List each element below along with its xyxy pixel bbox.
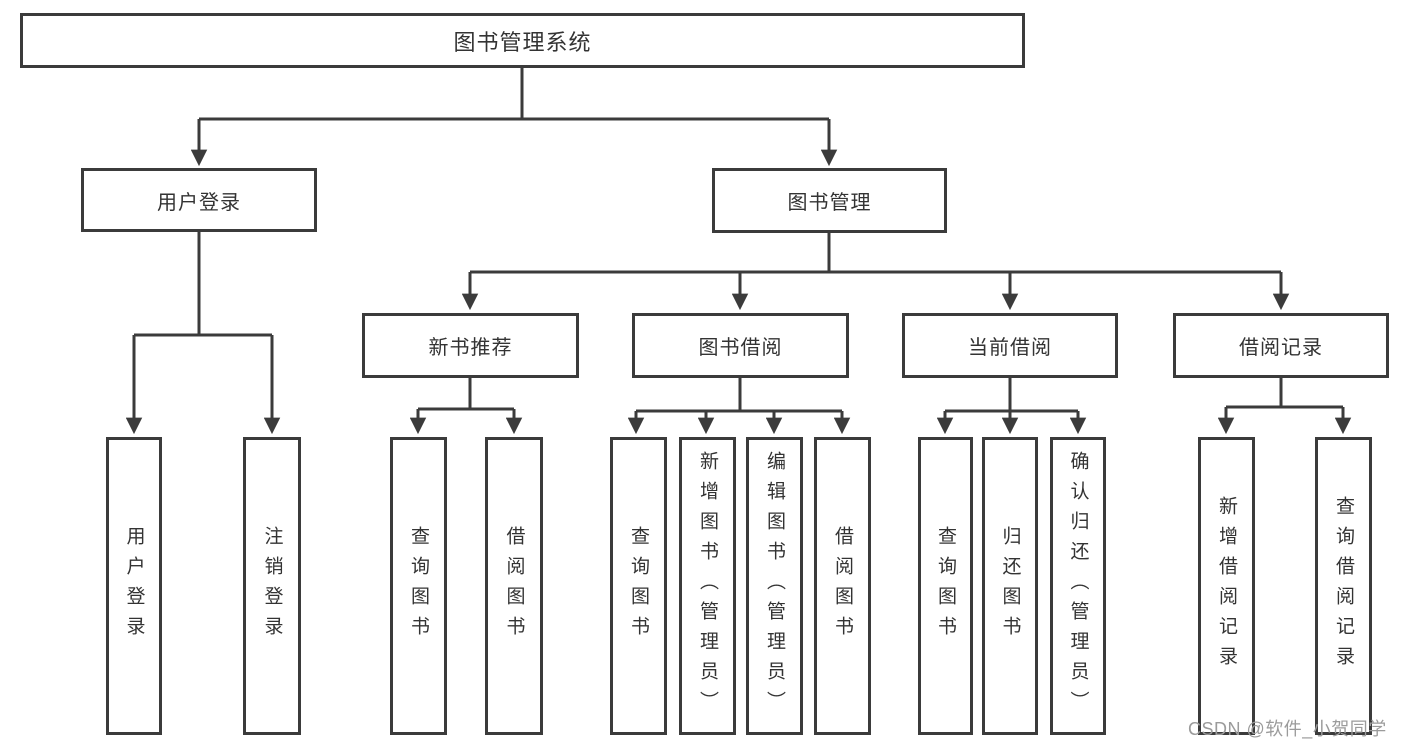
arrow-down-icons-level3 [461, 272, 1290, 311]
arrow-down-icons-leaves [125, 335, 1352, 435]
node-root: 图书管理系统 [20, 13, 1025, 68]
leaf-borrow-borrow-book: 借阅图书 [814, 437, 871, 735]
leaf-current-confirm-return-admin: 确认归还（管理员） [1050, 437, 1106, 735]
leaf-logout: 注销登录 [243, 437, 301, 735]
node-user-login: 用户登录 [81, 168, 317, 232]
leaf-current-return-book: 归还图书 [982, 437, 1038, 735]
arrow-down-icons-level2 [190, 119, 838, 167]
leaf-borrow-edit-book-admin: 编辑图书（管理员） [746, 437, 803, 735]
leaf-recommend-query-book: 查询图书 [390, 437, 447, 735]
node-borrow-record: 借阅记录 [1173, 313, 1389, 378]
node-new-book-recommend: 新书推荐 [362, 313, 579, 378]
node-current-borrow: 当前借阅 [902, 313, 1118, 378]
node-book-management: 图书管理 [712, 168, 947, 233]
leaf-borrow-query-book: 查询图书 [610, 437, 667, 735]
node-book-borrow: 图书借阅 [632, 313, 849, 378]
leaf-record-query: 查询借阅记录 [1315, 437, 1372, 735]
leaf-user-login: 用户登录 [106, 437, 162, 735]
leaf-current-query-book: 查询图书 [918, 437, 973, 735]
leaf-borrow-add-book-admin: 新增图书（管理员） [679, 437, 736, 735]
connector-bus-segments [134, 68, 1343, 413]
watermark: CSDN @软件_小贺同学 [1188, 719, 1387, 739]
leaf-record-add: 新增借阅记录 [1198, 437, 1255, 735]
leaf-recommend-borrow-book: 借阅图书 [485, 437, 543, 735]
